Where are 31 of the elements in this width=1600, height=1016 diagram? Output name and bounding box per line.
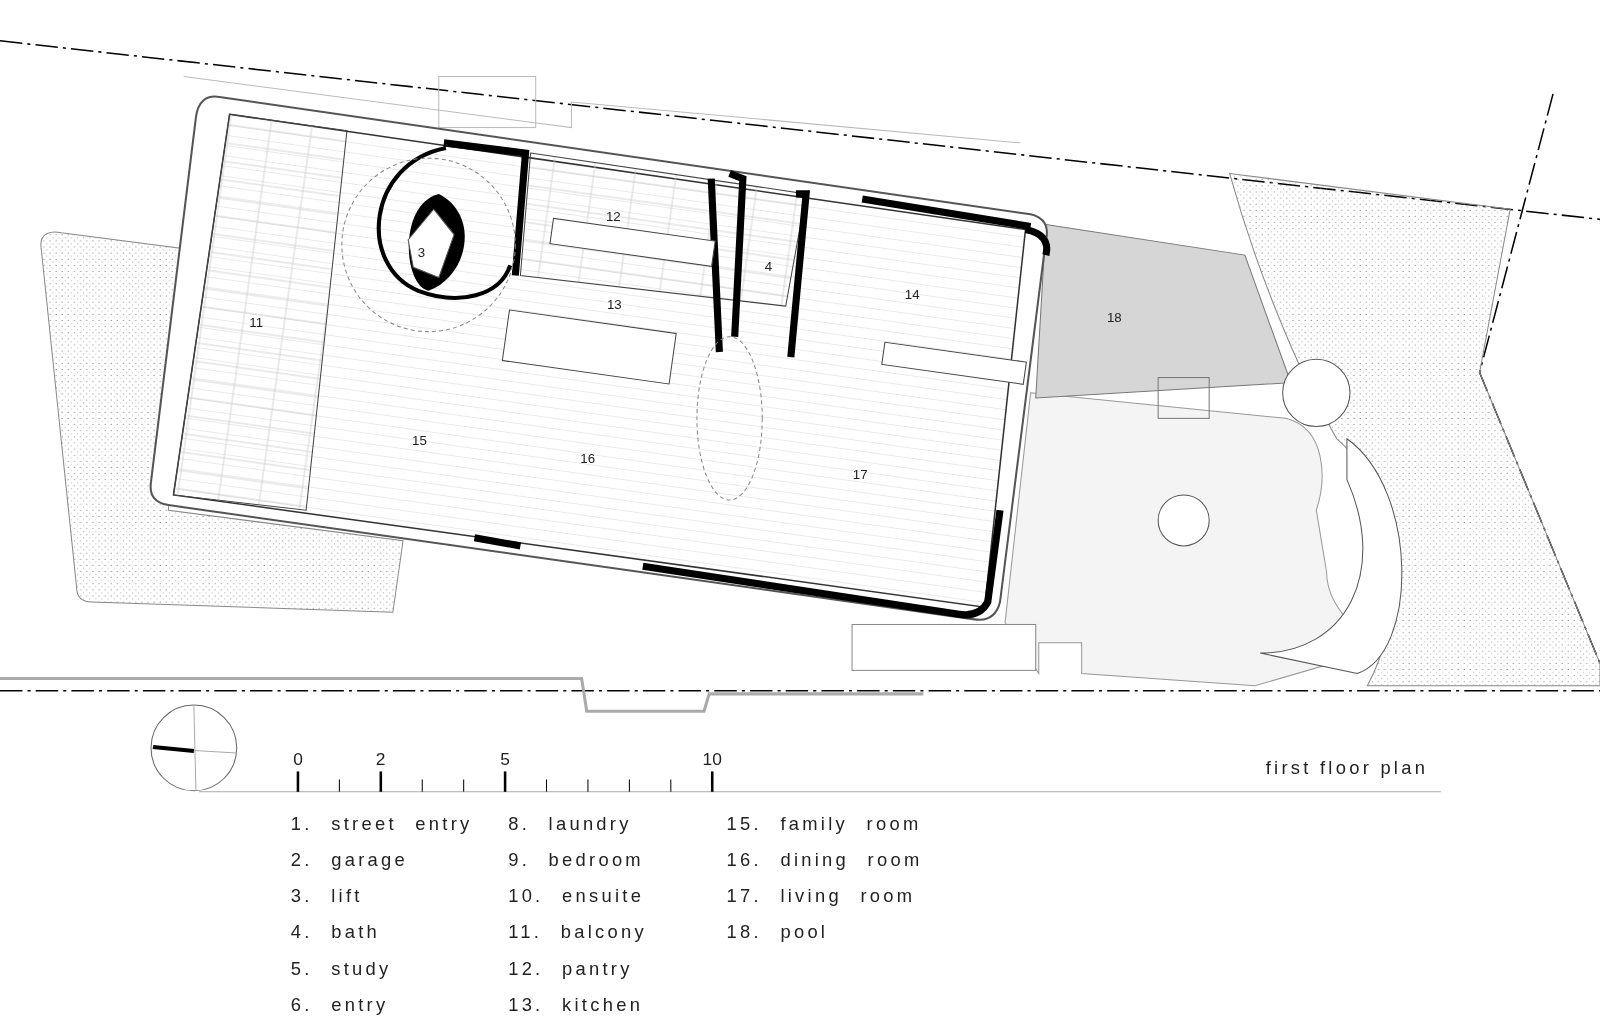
legend-item: 13. kitchen <box>508 994 644 1016</box>
room-number: 15 <box>412 433 427 449</box>
room-number: 18 <box>1106 309 1122 325</box>
legend-item: 8. laundry <box>508 813 632 836</box>
legend-item: 3. lift <box>290 885 363 907</box>
legend-item: 4. bath <box>290 921 381 944</box>
scale-number: 0 <box>293 750 303 771</box>
legend-item: 18. pool <box>726 921 829 944</box>
room-number: 16 <box>580 450 596 466</box>
legend-item: 2. garage <box>290 849 409 871</box>
legend-item: 10. ensuite <box>508 885 645 907</box>
room-number: 12 <box>605 208 621 224</box>
legend-item: 12. pantry <box>508 958 633 981</box>
scale-number: 2 <box>375 750 386 771</box>
legend-item: 16. dining room <box>726 849 923 871</box>
room-number: 4 <box>764 258 773 274</box>
room-number: 17 <box>852 466 868 483</box>
legend-item: 1. street entry <box>290 813 473 836</box>
plan-title: first floor plan <box>1265 757 1429 780</box>
legend-item: 5. study <box>290 958 392 981</box>
room-number: 11 <box>249 314 263 331</box>
room-number: 3 <box>417 244 426 260</box>
room-number: 13 <box>606 296 622 312</box>
room-number: 14 <box>904 287 920 303</box>
scale-number: 10 <box>702 750 722 771</box>
legend-item: 11. balcony <box>508 921 647 944</box>
legend-item: 15. family room <box>726 813 922 836</box>
scale-number: 5 <box>500 750 510 771</box>
legend-item: 17. living room <box>726 885 916 907</box>
legend-item: 9. bedroom <box>508 849 644 871</box>
legend-item: 6. entry <box>290 994 389 1016</box>
